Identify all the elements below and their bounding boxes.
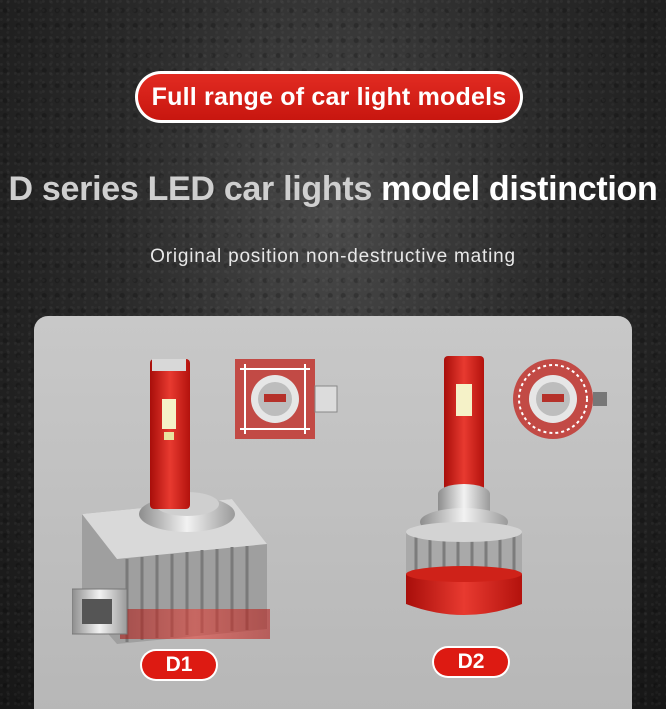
- page-subtitle: Original position non-destructive mating: [150, 246, 516, 267]
- page-title-strong: model distinction: [371, 170, 658, 208]
- d2-bulb-image: [406, 356, 522, 615]
- d1-label: D1: [140, 649, 218, 681]
- category-banner: Full range of car light models: [135, 71, 523, 123]
- d1-label-text: D1: [142, 651, 216, 679]
- d1-driver-image: [235, 359, 338, 439]
- category-banner-text: Full range of car light models: [138, 74, 520, 120]
- d2-label: D2: [432, 646, 510, 678]
- page-title-light: D series LED car lights: [8, 170, 373, 208]
- page-title: D series LED car lights model distinctio…: [0, 170, 666, 209]
- d2-driver-image: [513, 359, 607, 439]
- product-panel: D1 D2: [34, 316, 632, 709]
- d2-label-text: D2: [434, 648, 508, 676]
- d1-bulb-image: [72, 359, 270, 644]
